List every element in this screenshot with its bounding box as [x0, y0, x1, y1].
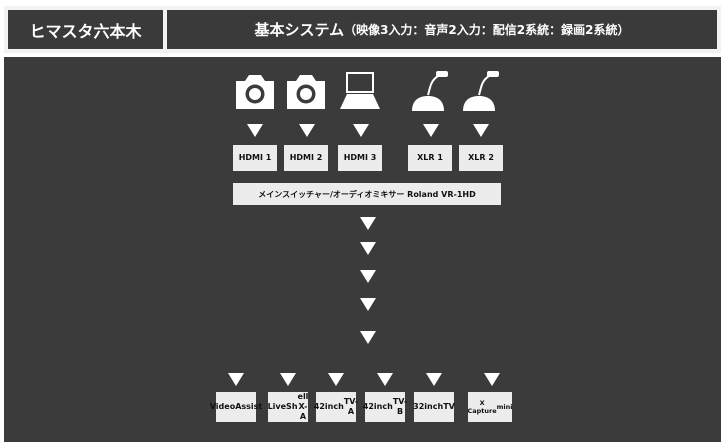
arrow-down-icon: [299, 124, 315, 137]
arrow-down-icon: [328, 373, 344, 386]
input-label: HDMI 1: [233, 145, 277, 171]
microphone-icon: [463, 71, 499, 111]
arrow-down-icon: [426, 373, 442, 386]
input-label: XLR 1: [408, 145, 452, 171]
output-label: X Capture mini: [467, 392, 513, 422]
output-label: 42inch TV-B: [362, 392, 408, 422]
output-line: TV-B: [392, 397, 408, 416]
output-line: TV: [443, 402, 455, 411]
input-label: XLR 2: [459, 145, 503, 171]
page-title: 基本システム （映像3入力：音声2入力：配信2系統：録画2系統）: [167, 10, 717, 49]
output-line: mini: [496, 403, 513, 411]
output-label: LiveSh ell X-A: [268, 392, 308, 422]
output-line: X Capture: [467, 399, 497, 415]
arrow-down-icon: [280, 373, 296, 386]
arrow-down-icon: [360, 298, 376, 311]
microphone-icon: [412, 71, 448, 111]
header-bar: ヒマスタ六本木 基本システム （映像3入力：音声2入力：配信2系統：録画2系統）: [4, 6, 721, 53]
arrow-down-icon: [473, 124, 489, 137]
output-label: 32inch TV: [413, 392, 455, 422]
output-line: 42inch: [362, 402, 393, 411]
output-line: LiveSh: [267, 402, 298, 411]
arrow-down-icon: [377, 373, 393, 386]
arrow-down-icon: [228, 373, 244, 386]
arrow-down-icon: [360, 242, 376, 255]
output-label: 42inch TV-A: [313, 392, 359, 422]
title-sub: （映像3入力：音声2入力：配信2系統：録画2系統）: [344, 23, 630, 37]
laptop-icon: [340, 72, 380, 109]
arrow-down-icon: [353, 124, 369, 137]
arrow-down-icon: [360, 217, 376, 230]
output-line: 42inch: [313, 402, 344, 411]
output-line: 32inch: [413, 402, 444, 411]
output-line: TV-A: [343, 397, 359, 416]
arrow-down-icon: [360, 270, 376, 283]
output-label: Video Assist: [210, 392, 262, 422]
output-line: Assist: [235, 402, 263, 411]
arrow-down-icon: [360, 331, 376, 344]
input-label: HDMI 2: [284, 145, 328, 171]
brand-label: ヒマスタ六本木: [8, 10, 163, 49]
output-line: ell X-A: [297, 392, 309, 421]
output-line: Video: [209, 402, 236, 411]
arrow-down-icon: [423, 124, 439, 137]
input-label: HDMI 3: [338, 145, 382, 171]
camera-icon: [236, 75, 274, 109]
mixer-box: メインスイッチャー/オーディオミキサー Roland VR-1HD: [233, 183, 501, 205]
system-diagram: HDMI 1 HDMI 2 HDMI 3 XLR 1 XLR 2 メインスイッチ…: [4, 57, 721, 442]
arrow-down-icon: [247, 124, 263, 137]
camera-icon: [287, 75, 325, 109]
arrow-down-icon: [484, 373, 500, 386]
title-main: 基本システム: [254, 21, 345, 39]
